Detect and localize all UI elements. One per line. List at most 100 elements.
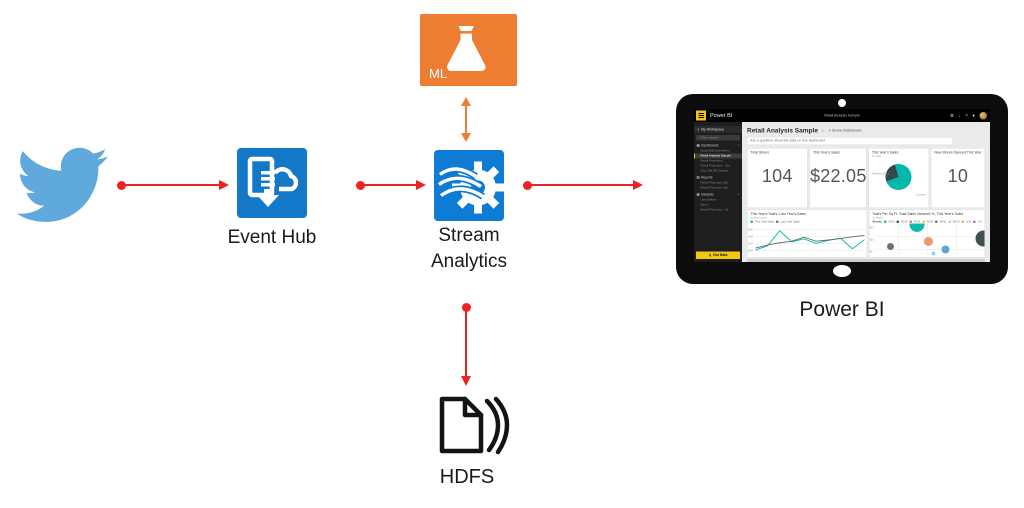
dashboard-title: Retail Analysis Sample bbox=[747, 126, 818, 134]
hdfs-icon bbox=[439, 396, 510, 455]
ml-icon: ML bbox=[420, 14, 517, 86]
tile-subtitle: by district bbox=[872, 216, 884, 220]
tile-title: Sales Per Sq Ft, Total Sales Variance %,… bbox=[872, 212, 964, 216]
dataset-item-label: Demo bbox=[700, 203, 709, 207]
dashboard-item-label: Retail Promotion - Sto bbox=[700, 164, 730, 168]
reports-icon: ▤ bbox=[696, 176, 700, 180]
arrow-eventhub-sa bbox=[360, 184, 418, 186]
arrow-eventhub-sa-head bbox=[416, 180, 426, 190]
chevron-down-icon: ∨ bbox=[697, 128, 700, 132]
tile-bubble-chart[interactable]: Sales Per Sq Ft, Total Sales Variance %,… bbox=[869, 209, 985, 258]
tile-sales-pie[interactable]: This Year's Sales by chain Fashions Dire… bbox=[868, 147, 929, 208]
tablet-screen: Power BI Retail Analysis Sample ∨My Work… bbox=[694, 109, 990, 262]
dashboard-item-label: Smart Edit Sale Menu bbox=[700, 149, 730, 153]
search-placeholder: Filter content bbox=[700, 136, 719, 140]
arrow-ml-sa-head-up bbox=[461, 97, 471, 106]
share-icon bbox=[828, 128, 831, 133]
tile-subtitle: by fiscal month bbox=[750, 216, 768, 220]
ml-label: ML bbox=[429, 66, 448, 81]
favorite-star-icon[interactable] bbox=[821, 126, 825, 135]
topbar-center-title: Retail Analysis Sample bbox=[824, 113, 860, 118]
tile-title: This Year's Sales, Last Year's Sales bbox=[750, 212, 806, 216]
tile-total-stores[interactable]: Total Stores 104 bbox=[747, 147, 808, 208]
hdfs-label: HDFS bbox=[439, 466, 495, 488]
menu-button[interactable] bbox=[696, 110, 706, 121]
workspace-label: My Workspace bbox=[701, 127, 725, 132]
svg-text:$4M: $4M bbox=[748, 235, 753, 238]
dashboard-item-label: Retail Promotion bbox=[700, 159, 723, 163]
workspace-selector[interactable]: ∨My Workspace bbox=[694, 126, 742, 133]
reports-header[interactable]: ▤Reports bbox=[694, 175, 742, 181]
dashboards-header[interactable]: ▦Dashboards + bbox=[694, 143, 742, 149]
sidebar-item-dashboard[interactable]: Retail Promotion - Sto bbox=[694, 164, 742, 169]
sidebar-search-input[interactable]: ○Filter content bbox=[696, 135, 740, 141]
dashboard-item-label: Retail Analysis Sample bbox=[700, 154, 732, 158]
arrow-twitter-eventhub bbox=[121, 184, 221, 186]
tile-new-stores[interactable]: New Stores Opened This Year 10 bbox=[930, 147, 985, 208]
sidebar-item-dashboard[interactable]: Retail Promotion bbox=[694, 159, 742, 164]
share-dashboard-button[interactable]: Share Dashboard bbox=[828, 128, 861, 133]
arrow-ml-sa bbox=[465, 106, 467, 134]
datasets-icon: ▣ bbox=[696, 193, 700, 197]
report-item-label: Retail Promotion Sto bbox=[700, 186, 729, 190]
svg-text:$20: $20 bbox=[870, 238, 875, 241]
powerbi-sidebar: ∨My Workspace ○Filter content ▦Dashboard… bbox=[694, 122, 742, 262]
scroll-strip[interactable] bbox=[747, 258, 985, 262]
svg-text:$0M: $0M bbox=[748, 249, 753, 252]
tile-value: $22.05M bbox=[810, 165, 867, 186]
twitter-icon bbox=[16, 147, 108, 222]
dataset-item-label: UserGallery bbox=[700, 198, 717, 202]
dashboards-icon: ▦ bbox=[696, 144, 700, 148]
reports-header-label: Reports bbox=[701, 175, 713, 180]
ml-flask-glyph bbox=[446, 26, 486, 72]
arrow-sa-powerbi-head bbox=[633, 180, 643, 190]
report-item-label: Retail Promotion Sto bbox=[700, 181, 729, 185]
bubble-chart: $40$20$0 bbox=[870, 223, 985, 256]
event-hub-label: Event Hub bbox=[227, 227, 317, 248]
bubble-legend-title: District bbox=[872, 220, 882, 224]
sidebar-item-report[interactable]: Retail Promotion Sto bbox=[694, 181, 742, 186]
arrow-twitter-eventhub-head bbox=[219, 180, 229, 190]
sidebar-item-dataset[interactable]: Retail Promotion - St bbox=[694, 208, 742, 213]
sidebar-item-dataset[interactable]: UserGallery bbox=[694, 198, 742, 203]
tile-value: 104 bbox=[761, 165, 793, 186]
avatar[interactable] bbox=[979, 111, 987, 120]
tile-line-chart[interactable]: This Year's Sales, Last Year's Sales by … bbox=[747, 209, 867, 258]
sidebar-item-dashboard-active[interactable]: Retail Analysis Sample bbox=[694, 153, 742, 159]
datasets-header[interactable]: ▣Datasets + bbox=[694, 192, 742, 198]
tile-subtitle: by chain bbox=[871, 154, 882, 158]
qa-question-input[interactable] bbox=[747, 136, 953, 145]
arrow-ml-sa-head-down bbox=[461, 133, 471, 142]
powerbi-topbar: Power BI Retail Analysis Sample bbox=[694, 109, 990, 122]
sidebar-item-dataset[interactable]: Demo bbox=[694, 203, 742, 208]
stream-analytics-label-line1: Stream bbox=[438, 225, 500, 246]
stream-analytics-glyph bbox=[436, 161, 504, 214]
stream-analytics-label-line2: Analytics bbox=[430, 251, 508, 272]
svg-text:$6M: $6M bbox=[748, 228, 753, 231]
get-data-label: Get Data bbox=[713, 253, 728, 258]
datasets-header-label: Datasets bbox=[701, 192, 714, 197]
dashboards-header-label: Dashboards bbox=[701, 143, 719, 148]
pie-label: Fashions Direct bbox=[871, 172, 890, 176]
line-chart: $6M $4M $2M $0M bbox=[748, 228, 865, 252]
tablet-home-button[interactable] bbox=[833, 265, 851, 277]
get-data-button[interactable]: ↯Get Data bbox=[696, 251, 740, 259]
tile-title: This Year's Sales bbox=[871, 150, 899, 155]
add-dashboard-icon[interactable]: + bbox=[737, 143, 740, 148]
event-hub-glyph bbox=[247, 156, 299, 207]
tile-this-year-sales[interactable]: This Year's Sales $22.05M bbox=[809, 147, 867, 208]
svg-text:$2M: $2M bbox=[748, 242, 753, 245]
sidebar-item-report[interactable]: Retail Promotion Sto bbox=[694, 186, 742, 191]
tablet-frame: Power BI Retail Analysis Sample ∨My Work… bbox=[676, 94, 1008, 284]
sidebar-item-dashboard[interactable]: SQL DW DB Sample bbox=[694, 169, 742, 174]
sidebar-item-dashboard[interactable]: Smart Edit Sale Menu bbox=[694, 149, 742, 154]
tile-title: Total Stores bbox=[750, 150, 769, 155]
dataset-item-label: Retail Promotion - St bbox=[700, 208, 729, 212]
pie-chart bbox=[885, 163, 912, 190]
tile-title: New Stores Opened This Year bbox=[934, 150, 982, 155]
powerbi-app-name: Power BI bbox=[710, 112, 733, 119]
add-dataset-icon[interactable]: + bbox=[737, 192, 740, 197]
share-label: Share Dashboard bbox=[831, 127, 862, 133]
